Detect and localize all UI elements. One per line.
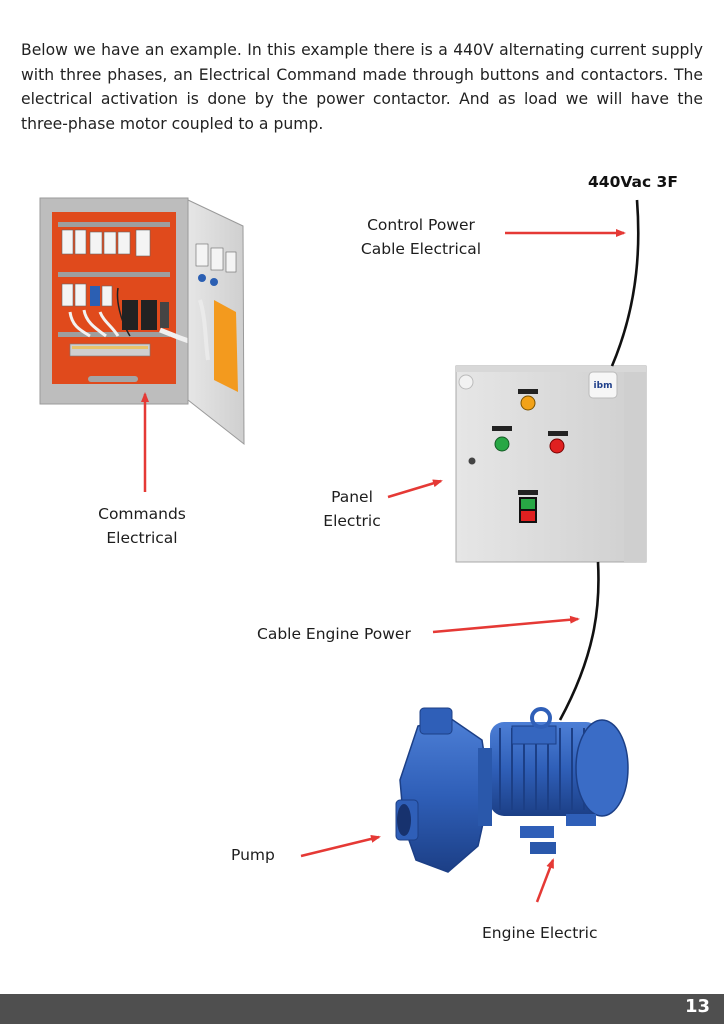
engine-power-cable: [558, 561, 600, 721]
command-cabinet-image: [39, 197, 245, 446]
electric-panel-image: ibm: [455, 365, 647, 563]
panel-label-line2: Electric: [323, 512, 381, 530]
page-number: 13: [684, 996, 710, 1017]
arrow-engine-cable: [432, 615, 580, 634]
control-cable-label-line1: Control Power: [367, 216, 475, 234]
commands-label-line2: Electrical: [106, 529, 178, 547]
control-cable-label-line2: Cable Electrical: [360, 240, 482, 258]
diagram-illustration: ibm: [39, 197, 647, 903]
panel-brand-logo: ibm: [594, 381, 613, 391]
arrow-pump: [300, 835, 381, 858]
arrow-panel: [387, 479, 443, 499]
panel-label: Panel Electric: [318, 485, 386, 533]
intro-paragraph: Below we have an example. In this exampl…: [21, 41, 703, 133]
page-footer: 13: [0, 994, 724, 1024]
supply-cable: [610, 199, 640, 367]
arrow-engine: [535, 858, 555, 903]
commands-label-line1: Commands: [98, 505, 186, 523]
panel-label-line1: Panel: [331, 488, 373, 506]
engine-label: Engine Electric: [482, 924, 598, 942]
supply-label: 440Vac 3F: [588, 173, 678, 191]
control-cable-label: Control Power Cable Electrical: [357, 213, 485, 261]
pump-motor-image: [395, 707, 629, 873]
pump-label: Pump: [231, 846, 275, 864]
engine-cable-label: Cable Engine Power: [257, 625, 411, 643]
commands-label: Commands Electrical: [92, 502, 192, 550]
